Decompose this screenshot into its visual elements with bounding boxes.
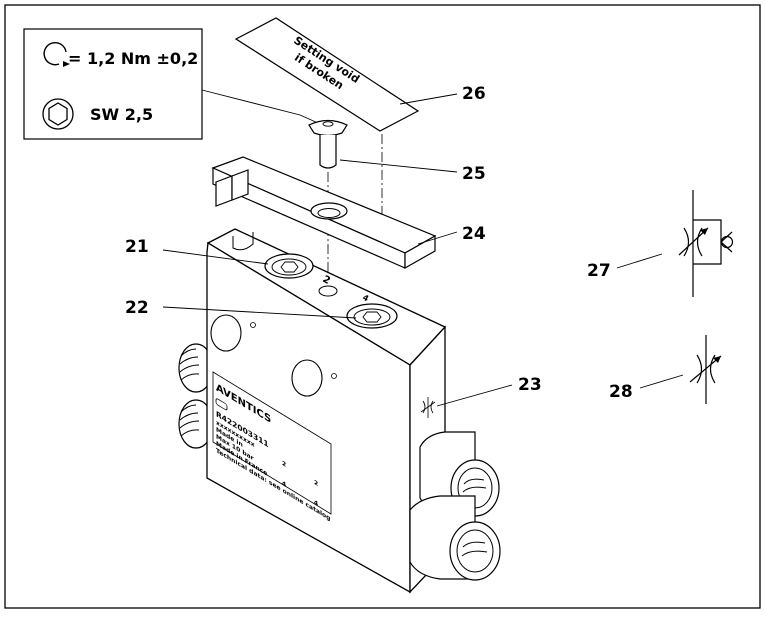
hex-socket-icon — [42, 98, 74, 130]
callout-25: 25 — [462, 164, 486, 184]
side-flow-symbol-icon — [420, 397, 436, 418]
adjustment-screw-22 — [346, 303, 398, 329]
mounting-hole-left — [210, 314, 242, 352]
callout-26: 26 — [462, 84, 486, 104]
adjustable-throttle-symbol-icon — [689, 335, 722, 404]
seal-label-outline — [234, 17, 420, 132]
spec-box-frame — [23, 28, 203, 140]
port-mark-a: 2 — [321, 274, 332, 287]
torque-icon — [43, 42, 70, 67]
outer-frame — [4, 4, 761, 609]
throttle-check-valve-symbol-icon — [678, 190, 734, 297]
countersunk-screw — [308, 119, 348, 169]
nameplate-port-2-b: 2 — [314, 478, 318, 488]
push-in-fitting-lower — [409, 495, 501, 581]
callout-21: 21 — [125, 237, 149, 257]
nameplate-port-4-b: 4 — [314, 498, 319, 508]
wrench-size-spec: SW 2,5 — [90, 105, 153, 124]
spec-leader-line — [201, 89, 319, 124]
spec-box: = 1,2 Nm ±0,2 SW 2,5 — [23, 28, 203, 140]
callout-28: 28 — [609, 382, 633, 402]
seal-label: Setting void if broken — [234, 17, 420, 132]
callout-24: 24 — [462, 224, 486, 244]
certification-mark-icon — [215, 398, 228, 411]
callout-leaders — [162, 93, 684, 407]
torque-spec: = 1,2 Nm ±0,2 — [68, 49, 198, 68]
port-mark-b: 4 — [361, 293, 371, 304]
mounting-hole-right — [291, 359, 323, 397]
nameplate-port-2-a: 2 — [282, 459, 286, 469]
callout-27: 27 — [587, 261, 611, 281]
adjustment-screw-21 — [264, 253, 314, 279]
callout-22: 22 — [125, 298, 149, 318]
cover-plate — [211, 156, 437, 270]
callout-23: 23 — [518, 375, 542, 395]
valve-body: 2 4 AVENTICS R422003311 xxxxxxxxxx Made … — [206, 228, 447, 594]
nameplate-port-4-a: 4 — [282, 479, 287, 489]
nameplate-outline — [212, 371, 332, 515]
